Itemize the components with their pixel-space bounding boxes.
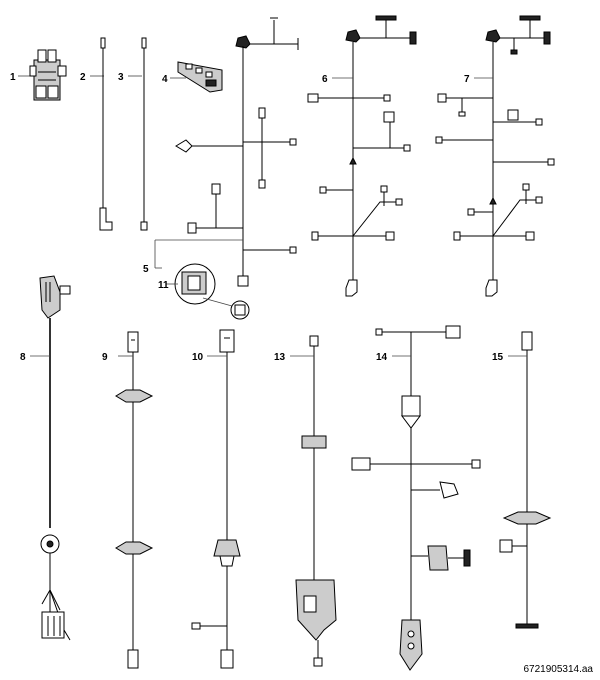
part-10-cable bbox=[115, 331, 154, 669]
part-11-cable bbox=[191, 329, 241, 669]
part-label-5: 5 bbox=[143, 264, 149, 275]
part-label-1: 1 bbox=[10, 72, 16, 83]
part-label-6: 6 bbox=[322, 74, 328, 85]
part-label-3: 3 bbox=[118, 72, 124, 83]
part-label-8: 8 bbox=[20, 352, 26, 363]
part-label-15: 15 bbox=[492, 352, 504, 363]
part-6-harness bbox=[307, 15, 417, 297]
part-14-branched-cable bbox=[351, 325, 481, 671]
part-8-power-cable bbox=[39, 275, 71, 641]
part-3-single-wire bbox=[128, 37, 148, 231]
part-label-9: 11 bbox=[158, 280, 169, 291]
part-5-main-harness bbox=[154, 17, 299, 287]
part-label-4: 4 bbox=[162, 74, 168, 85]
part-label-13: 13 bbox=[274, 352, 286, 363]
part-13-sensor-cable bbox=[295, 335, 337, 667]
part-2-single-wire bbox=[90, 37, 113, 231]
part-4-connector-strip bbox=[170, 61, 223, 93]
drawing-code: 6721905314.aa bbox=[523, 664, 593, 675]
part-label-2: 2 bbox=[80, 72, 86, 83]
part-15-cable bbox=[499, 331, 552, 629]
part-label-7: 7 bbox=[464, 74, 470, 85]
part-label-10: 9 bbox=[102, 352, 108, 363]
part-label-11: 10 bbox=[192, 352, 204, 363]
part-label-14: 14 bbox=[376, 352, 388, 363]
part-9-connector-detail bbox=[166, 263, 250, 320]
part-1-connector-block bbox=[18, 49, 67, 101]
part-7-harness bbox=[435, 15, 555, 297]
